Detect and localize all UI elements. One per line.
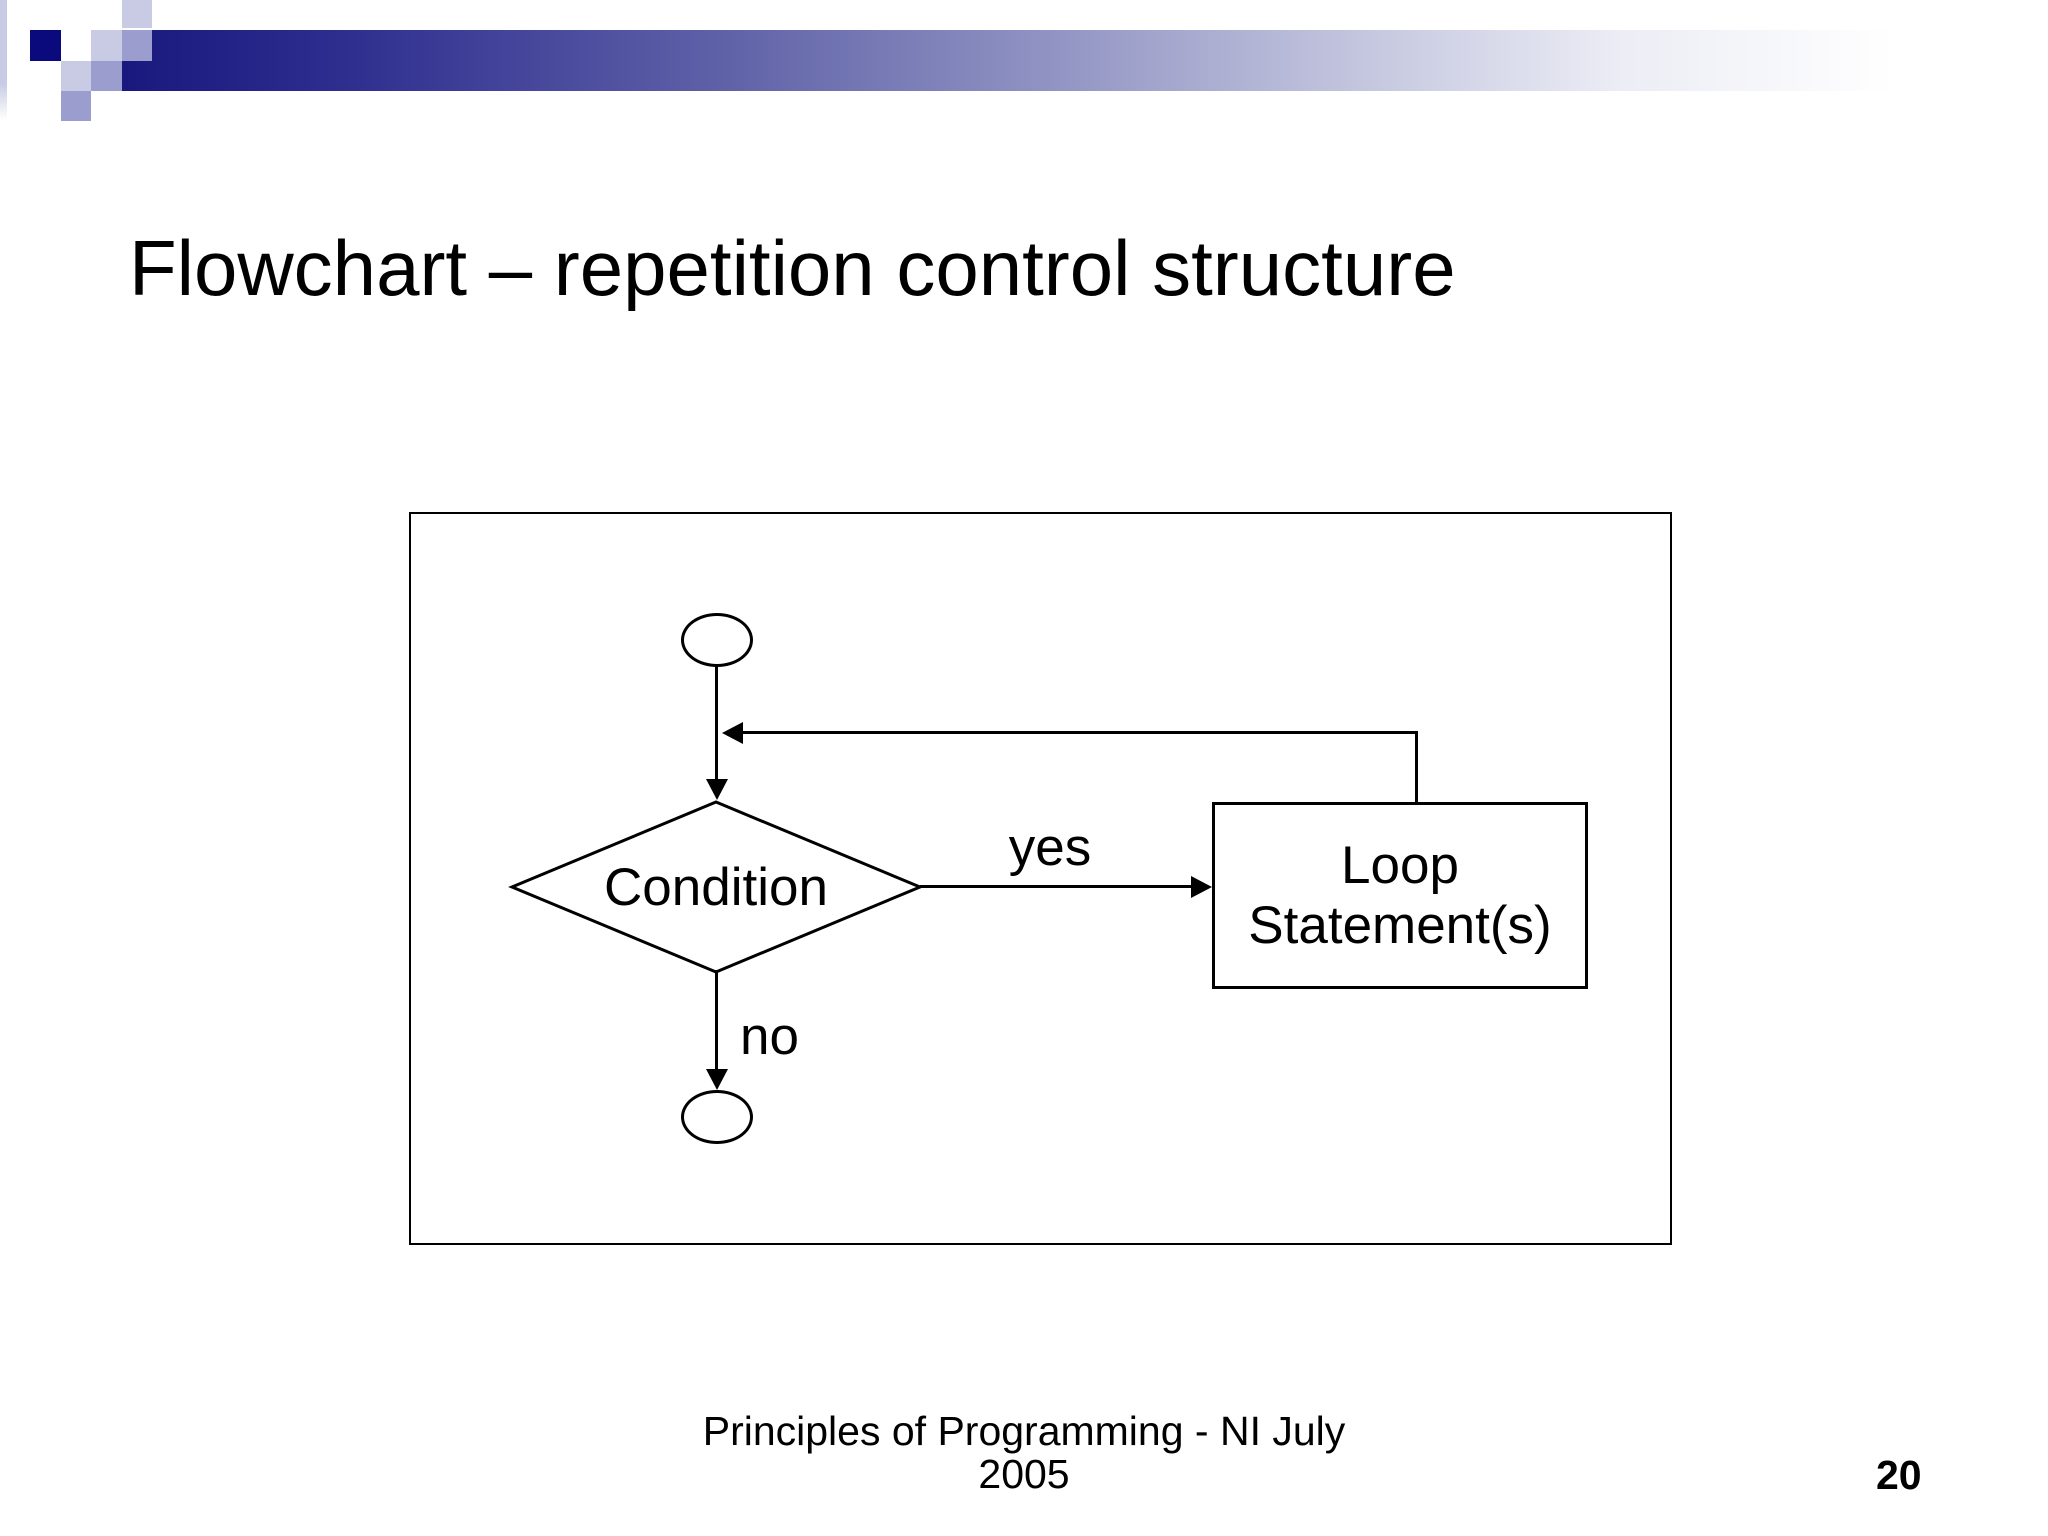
arrowhead-left-loopback-icon bbox=[722, 722, 743, 744]
header-gradient-bar bbox=[122, 30, 2048, 91]
connector-start-to-condition bbox=[715, 665, 718, 782]
deco-square-dark bbox=[30, 30, 61, 61]
deco-square-medium-2 bbox=[91, 61, 122, 91]
connector-yes-horizontal bbox=[920, 885, 1193, 888]
deco-square-light-2 bbox=[61, 61, 91, 91]
loop-box-label-line1: Loop bbox=[1341, 835, 1459, 895]
slide-title: Flowchart – repetition control structure bbox=[129, 224, 1456, 312]
end-terminator-ellipse bbox=[681, 1090, 753, 1144]
header-left-strip bbox=[0, 0, 7, 120]
yes-label: yes bbox=[1008, 818, 1092, 877]
condition-label: Condition bbox=[604, 858, 828, 917]
deco-square-light-1 bbox=[91, 30, 122, 61]
deco-square-medium-3 bbox=[61, 91, 91, 121]
connector-loopback-vertical bbox=[1415, 732, 1418, 802]
arrowhead-down-into-condition-icon bbox=[706, 779, 728, 800]
no-label: no bbox=[740, 1007, 799, 1066]
start-terminator-ellipse bbox=[681, 613, 753, 667]
deco-square-light-top bbox=[122, 0, 152, 28]
page-number: 20 bbox=[1876, 1452, 1922, 1498]
connector-loopback-horizontal bbox=[740, 731, 1418, 734]
connector-no-vertical bbox=[715, 970, 718, 1072]
loop-box-label-line2: Statement(s) bbox=[1248, 895, 1552, 955]
footer: Principles of Programming - NI July 2005 bbox=[0, 1410, 2048, 1496]
arrowhead-down-into-end-icon bbox=[706, 1069, 728, 1090]
loop-statements-box: Loop Statement(s) bbox=[1212, 802, 1588, 989]
footer-line2: 2005 bbox=[978, 1451, 1070, 1497]
footer-line1: Principles of Programming - NI July bbox=[702, 1408, 1346, 1454]
deco-square-medium-1 bbox=[122, 30, 152, 61]
arrowhead-right-into-loopbox-icon bbox=[1191, 876, 1212, 898]
